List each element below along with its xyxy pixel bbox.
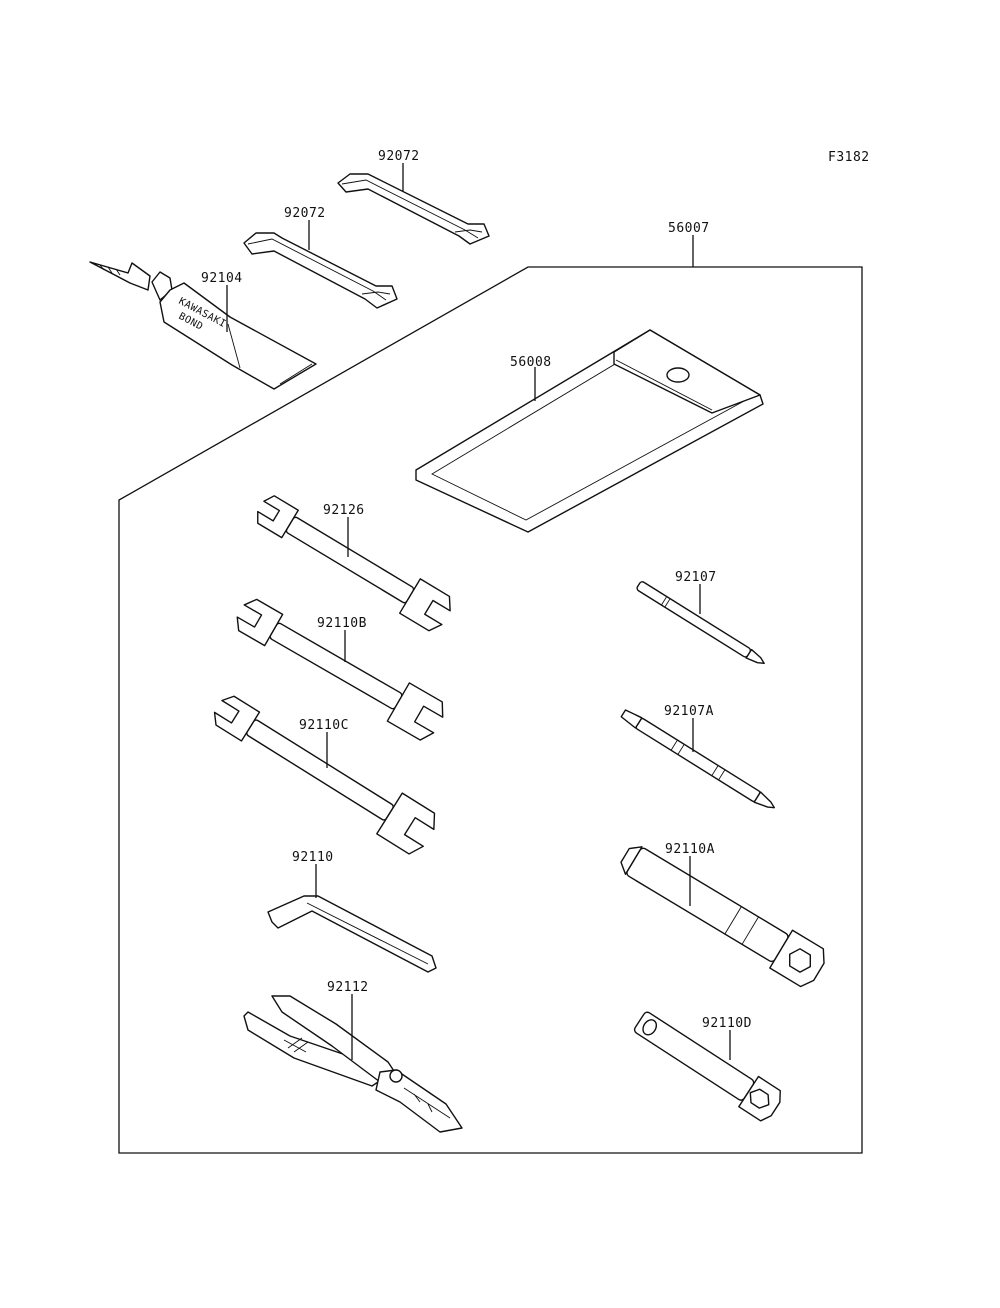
box-wrench-92110a [620, 846, 825, 988]
wrench-92110b [236, 598, 444, 741]
label-wrench-92110c: 92110C [299, 718, 349, 733]
bond-tube: KAWASAKI BOND [89, 261, 317, 390]
screwdriver-92107 [636, 581, 765, 665]
pliers [243, 995, 463, 1133]
label-tool-case: 56008 [510, 355, 552, 370]
label-bond: 92104 [201, 271, 243, 286]
label-screwdriver-92107: 92107 [675, 570, 717, 585]
label-hex-key: 92110 [292, 850, 334, 865]
strap-2 [243, 232, 398, 309]
label-box-wrench-92110a: 92110A [665, 842, 715, 857]
label-box-wrench-92110d: 92110D [702, 1016, 752, 1031]
screwdriver-92107a [620, 709, 776, 809]
label-strap-2: 92072 [284, 206, 326, 221]
label-wrench-92110b: 92110B [317, 616, 367, 631]
tool-case [415, 329, 764, 533]
figure-code: F3182 [828, 150, 870, 165]
label-strap-1: 92072 [378, 149, 420, 164]
hex-key [267, 895, 437, 973]
label-pliers: 92112 [327, 980, 369, 995]
tool-kit-outline [118, 266, 863, 1154]
box-wrench-92110d [633, 1011, 781, 1122]
label-screwdriver-92107a: 92107A [664, 704, 714, 719]
label-wrench-92126: 92126 [323, 503, 365, 518]
wrench-92110c [213, 695, 436, 855]
wrench-92126 [257, 495, 451, 632]
strap-1 [337, 173, 490, 245]
label-tool-kit: 56007 [668, 221, 710, 236]
